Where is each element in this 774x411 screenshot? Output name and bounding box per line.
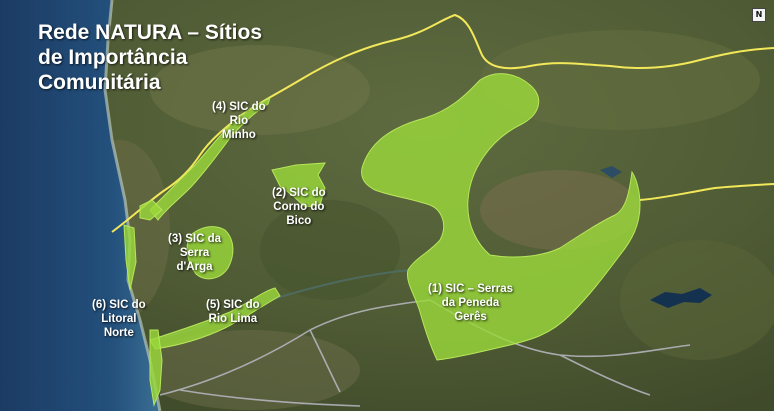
sic-rio-minho-mouth <box>139 199 163 221</box>
label-line: (2) SIC do <box>272 187 326 199</box>
label-sic-serra-darga: (3) SIC da Serra d'Arga <box>168 232 221 274</box>
label-line: (1) SIC – Serras <box>428 283 514 295</box>
label-line: Litoral <box>101 313 137 325</box>
label-sic-litoral-norte: (6) SIC do Litoral Norte <box>92 298 146 340</box>
label-line: (6) SIC do <box>92 299 146 311</box>
map-title: Rede NATURA – Sítios de Importância Comu… <box>38 20 262 95</box>
north-compass-icon: N <box>752 8 766 22</box>
map-title-line2: de Importância <box>38 46 188 69</box>
sic-rio-lima-area <box>149 287 281 350</box>
reservoir-2 <box>600 166 622 178</box>
sic-peneda-geres-area <box>361 73 641 361</box>
label-sic-rio-lima: (5) SIC do Rio Lima <box>206 298 260 326</box>
label-sic-rio-minho: (4) SIC do Rio Minho <box>212 100 266 142</box>
label-line: Minho <box>221 129 256 141</box>
label-line: Rio Lima <box>208 313 258 325</box>
label-line: Serra <box>179 247 210 259</box>
sic-litoral-norte-area-north <box>123 224 137 291</box>
atlantic-ocean <box>0 0 160 411</box>
label-sic-corno-do-bico: (2) SIC do Corno do Bico <box>272 186 326 228</box>
border-line <box>111 13 774 233</box>
label-line: da Peneda <box>441 297 500 309</box>
sic-areas <box>123 73 641 407</box>
label-line: (3) SIC da <box>168 233 222 245</box>
border-line-east <box>639 183 774 201</box>
sic-serra-darga-area <box>186 226 234 280</box>
sic-corno-do-bico-area <box>271 162 326 208</box>
sic-rio-minho-area <box>149 97 271 221</box>
map-title-line1: Rede NATURA – Sítios <box>38 21 263 44</box>
label-line: Norte <box>103 327 134 339</box>
label-line: Gerês <box>454 311 487 323</box>
label-line: Corno do <box>273 201 325 213</box>
label-line: (5) SIC do <box>206 299 260 311</box>
sic-litoral-norte-area <box>149 329 163 407</box>
label-line: Rio <box>229 115 249 127</box>
reservoir <box>650 288 712 308</box>
label-line: d'Arga <box>176 261 213 273</box>
label-line: Bico <box>286 215 312 227</box>
map-title-line3: Comunitária <box>38 71 161 94</box>
label-line: (4) SIC do <box>212 101 266 113</box>
label-sic-peneda-geres: (1) SIC – Serras da Peneda Gerês <box>428 282 513 324</box>
